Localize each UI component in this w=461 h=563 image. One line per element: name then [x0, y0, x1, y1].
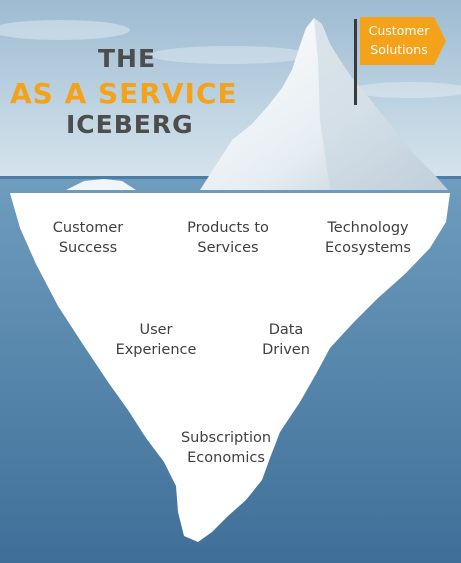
cloud — [150, 46, 310, 64]
title-line-iceberg: ICEBERG — [66, 110, 194, 139]
label-data-driven: Data Driven — [262, 322, 310, 358]
callout-tag — [360, 17, 446, 65]
cloud — [0, 20, 130, 40]
label-subscription-economics: Subscription Economics — [180, 430, 272, 466]
label-technology-ecosystems: Technology Ecosystems — [325, 220, 411, 256]
cloud — [350, 82, 461, 98]
iceberg-peak-shadow — [314, 18, 448, 190]
label-products-to-services: Products to Services — [187, 220, 269, 256]
iceberg-underwater — [10, 193, 450, 542]
callout-pole — [354, 19, 357, 105]
label-user-experience: User Experience — [115, 322, 197, 358]
title-line-as-a-service: AS A SERVICE — [10, 77, 238, 110]
small-ice-floe — [66, 179, 136, 190]
label-customer-success: Customer Success — [52, 220, 124, 256]
title-line-the: THE — [98, 44, 157, 73]
callout-label: Customer Solutions — [368, 23, 430, 57]
